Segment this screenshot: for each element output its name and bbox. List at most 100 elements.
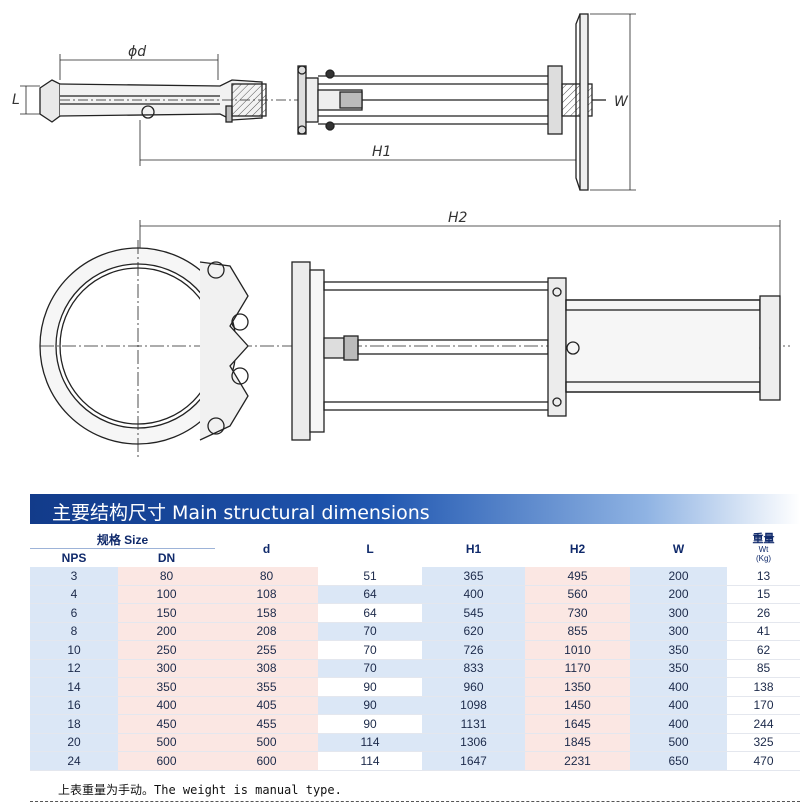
cell-nps: 12 <box>30 659 118 678</box>
cell-h2: 495 <box>525 567 631 586</box>
cell-l: 70 <box>318 640 423 660</box>
cell-nps: 20 <box>30 733 118 752</box>
cell-dn: 300 <box>118 659 216 678</box>
cell-w: 200 <box>630 567 728 586</box>
footnote-divider <box>30 801 800 802</box>
cell-w: 400 <box>630 696 728 715</box>
cell-h2: 1845 <box>525 733 631 752</box>
valve-technical-drawing: ϕd L H1 W H2 <box>12 13 790 460</box>
cell-l: 70 <box>318 659 423 678</box>
weight-header-cn: 重量 <box>752 533 775 545</box>
cell-h1: 1306 <box>422 733 526 752</box>
cell-d: 455 <box>215 714 319 734</box>
cell-w: 300 <box>630 622 728 641</box>
cell-dn: 100 <box>118 585 216 604</box>
size-header: 规格 Size <box>30 530 216 549</box>
cell-d: 355 <box>215 677 319 697</box>
cell-dn: 200 <box>118 622 216 641</box>
cell-l: 70 <box>318 622 423 641</box>
cell-d: 80 <box>215 567 319 586</box>
cell-h1: 1647 <box>422 751 526 771</box>
cell-w: 300 <box>630 603 728 623</box>
cell-h2: 560 <box>525 585 631 604</box>
front-view-drawing <box>39 220 790 460</box>
cell-dn: 150 <box>118 603 216 623</box>
cell-h1: 400 <box>422 585 526 604</box>
cell-wt: 244 <box>727 714 800 734</box>
cell-h2: 1350 <box>525 677 631 697</box>
cell-h2: 2231 <box>525 751 631 771</box>
col-header-l: L <box>318 530 423 567</box>
cell-h1: 1098 <box>422 696 526 715</box>
cell-l: 114 <box>318 751 423 771</box>
cell-l: 90 <box>318 677 423 697</box>
section-title: 主要结构尺寸 Main structural dimensions <box>52 502 430 524</box>
cell-h1: 365 <box>422 567 526 586</box>
cell-h1: 1131 <box>422 714 526 734</box>
cell-h2: 730 <box>525 603 631 623</box>
cell-nps: 24 <box>30 751 118 771</box>
cell-h2: 855 <box>525 622 631 641</box>
cell-wt: 13 <box>727 567 800 586</box>
footnote: 上表重量为手动。The weight is manual type. <box>58 783 342 797</box>
cell-dn: 250 <box>118 640 216 660</box>
cell-nps: 4 <box>30 585 118 604</box>
col-header-weight: 重量 Wt (Kg) <box>727 530 800 567</box>
weight-header-unit: (Kg) <box>755 554 772 563</box>
cell-h2: 1010 <box>525 640 631 660</box>
cell-l: 64 <box>318 585 423 604</box>
col-header-w: W <box>630 530 728 567</box>
cell-nps: 16 <box>30 696 118 715</box>
cell-l: 64 <box>318 603 423 623</box>
cell-d: 158 <box>215 603 319 623</box>
cell-h1: 545 <box>422 603 526 623</box>
cell-wt: 15 <box>727 585 800 604</box>
cell-nps: 18 <box>30 714 118 734</box>
cell-wt: 85 <box>727 659 800 678</box>
cell-l: 90 <box>318 696 423 715</box>
cell-dn: 450 <box>118 714 216 734</box>
dim-label-h1: H1 <box>372 144 391 160</box>
cell-wt: 62 <box>727 640 800 660</box>
dim-label-l: L <box>12 92 20 108</box>
col-header-h1: H1 <box>422 530 526 567</box>
cell-d: 308 <box>215 659 319 678</box>
cell-dn: 500 <box>118 733 216 752</box>
col-header-d: d <box>215 530 319 567</box>
cell-d: 600 <box>215 751 319 771</box>
cell-wt: 41 <box>727 622 800 641</box>
cell-h1: 620 <box>422 622 526 641</box>
cell-nps: 8 <box>30 622 118 641</box>
dim-label-h2: H2 <box>448 210 468 226</box>
cell-d: 405 <box>215 696 319 715</box>
cell-h2: 1450 <box>525 696 631 715</box>
col-header-nps: NPS <box>30 548 118 567</box>
cell-dn: 350 <box>118 677 216 697</box>
cell-h2: 1170 <box>525 659 631 678</box>
cell-h1: 726 <box>422 640 526 660</box>
cell-nps: 6 <box>30 603 118 623</box>
col-header-h2: H2 <box>525 530 631 567</box>
dim-label-phi-d: ϕd <box>128 44 146 60</box>
cell-h2: 1645 <box>525 714 631 734</box>
cell-w: 350 <box>630 640 728 660</box>
cell-w: 200 <box>630 585 728 604</box>
cell-dn: 400 <box>118 696 216 715</box>
top-view-drawing <box>20 13 636 191</box>
cell-wt: 325 <box>727 733 800 752</box>
dim-label-w: W <box>614 94 629 110</box>
col-header-dn: DN <box>118 548 216 567</box>
cell-nps: 14 <box>30 677 118 697</box>
cell-wt: 470 <box>727 751 800 771</box>
cell-w: 650 <box>630 751 728 771</box>
